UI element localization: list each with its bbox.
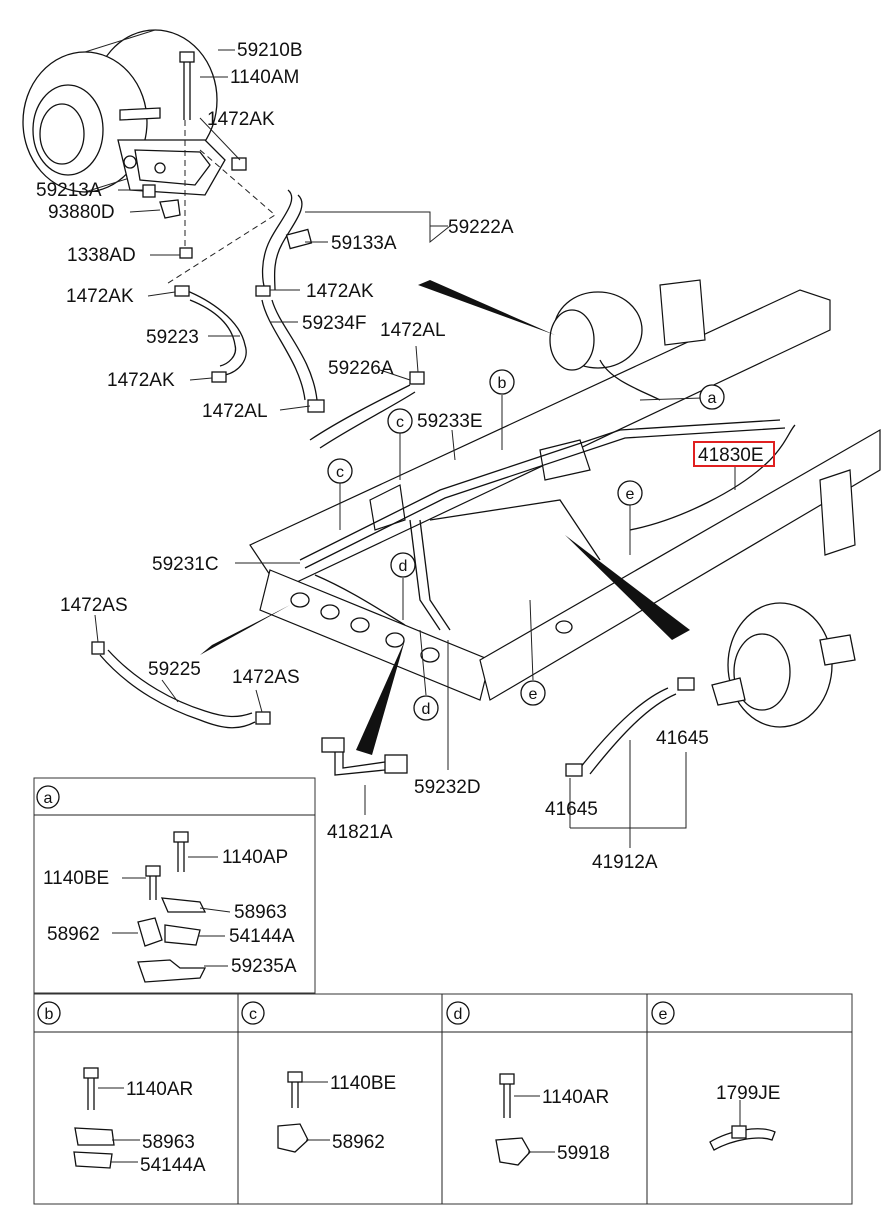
svg-text:c: c — [396, 414, 404, 431]
pointer-wedge-3 — [565, 535, 690, 640]
legend-d-1140ar: 1140AR — [542, 1087, 609, 1108]
label-1472as-1: 1472AS — [60, 595, 128, 616]
label-59133a: 59133A — [331, 233, 397, 254]
svg-text:d: d — [422, 701, 431, 718]
legend-c-letter: c — [249, 1006, 257, 1023]
label-41821a: 41821A — [327, 822, 393, 843]
brake-lines — [299, 419, 786, 631]
callout-d-1: d — [390, 552, 416, 578]
pointer-wedge-4 — [356, 640, 405, 755]
pointer-wedge-2 — [200, 605, 290, 655]
label-41645-1: 41645 — [656, 728, 709, 749]
hose-59225 — [91, 641, 271, 729]
callout-c-2: c — [327, 458, 353, 484]
callout-e-1: e — [617, 480, 643, 506]
label-41830e: 41830E — [698, 445, 764, 466]
legend-b-1140ar: 1140AR — [126, 1079, 193, 1100]
legend-box-c: c 1140BE 58962 — [241, 1001, 396, 1153]
legend-a-58963: 58963 — [234, 902, 287, 923]
svg-text:a: a — [708, 390, 717, 407]
line-41830e — [629, 424, 796, 531]
legend-c-1140be: 1140BE — [330, 1073, 396, 1094]
nut-1338ad — [179, 247, 193, 259]
legend-a-1140be: 1140BE — [43, 868, 109, 889]
brake-booster — [711, 602, 856, 728]
legend-box-a: a 1140AP 1140BE 58963 58962 54144A 59235… — [33, 777, 316, 994]
booster-top — [549, 291, 661, 401]
label-59225: 59225 — [148, 659, 201, 680]
label-1472ak-2: 1472AK — [66, 286, 134, 307]
label-59222a: 59222A — [448, 217, 514, 238]
hose-41912a — [565, 677, 695, 777]
label-1472ak-4: 1472AK — [107, 370, 175, 391]
legend-b-letter: b — [45, 1006, 54, 1023]
legend-c-58962: 58962 — [332, 1132, 385, 1153]
legend-d-letter: d — [454, 1006, 463, 1023]
legend-row — [33, 993, 853, 1205]
label-59232d: 59232D — [414, 777, 481, 798]
callout-d-2: d — [413, 695, 439, 721]
legend-e-1799je: 1799JE — [716, 1083, 780, 1104]
label-1140am: 1140AM — [230, 67, 299, 88]
pointer-wedge-1 — [418, 280, 555, 335]
label-1338ad: 1338AD — [67, 245, 136, 266]
legend-a-1140ap: 1140AP — [222, 847, 288, 868]
label-41645-2: 41645 — [545, 799, 598, 820]
label-59223: 59223 — [146, 327, 199, 348]
label-59213a: 59213A — [36, 180, 102, 201]
label-1472al-2: 1472AL — [202, 401, 268, 422]
legend-e-letter: e — [659, 1006, 668, 1023]
highlight-box-41830e — [693, 441, 775, 467]
legend-a-59235a: 59235A — [231, 956, 297, 977]
leader-lines — [94, 49, 736, 848]
label-59210b: 59210B — [237, 40, 303, 61]
legend-box-d: d 1140AR 59918 — [446, 1001, 610, 1166]
hose-59234f — [261, 299, 318, 401]
svg-text:e: e — [626, 486, 635, 503]
legend-a-letter: a — [44, 790, 53, 807]
clip-1472ak-top — [231, 157, 247, 171]
label-59231c: 59231C — [152, 554, 219, 575]
legend-b-58963: 58963 — [142, 1132, 195, 1153]
legend-b-54144a: 54144A — [140, 1155, 206, 1176]
svg-text:c: c — [336, 464, 344, 481]
label-59226a: 59226A — [328, 358, 394, 379]
legend-a-54144a: 54144A — [229, 926, 295, 947]
vacuum-pump-assembly — [22, 29, 226, 196]
hose-59222a — [261, 189, 313, 291]
fitting-41821a — [321, 737, 408, 776]
label-93880d: 93880D — [48, 202, 115, 223]
callout-b: b — [489, 369, 515, 395]
label-41912a: 41912A — [592, 852, 658, 873]
svg-text:d: d — [399, 558, 408, 575]
legend-a-58962: 58962 — [47, 924, 100, 945]
part-59213a — [142, 184, 156, 198]
hose-59226a — [307, 371, 425, 449]
legend-box-b: b 1140AR 58963 54144A — [37, 1001, 206, 1176]
bolt-1140am — [179, 51, 195, 120]
label-1472ak-3: 1472AK — [306, 281, 374, 302]
clip-1472ak-mid — [255, 285, 271, 297]
callout-c-1: c — [387, 408, 413, 434]
svg-text:b: b — [498, 375, 507, 392]
legend-d-59918: 59918 — [557, 1143, 610, 1164]
label-1472as-2: 1472AS — [232, 667, 300, 688]
label-1472ak-1: 1472AK — [207, 109, 275, 130]
hose-59223 — [174, 285, 247, 383]
legend-box-e: e 1799JE — [651, 1001, 780, 1151]
label-1472al-1: 1472AL — [380, 320, 446, 341]
chassis-frame — [249, 279, 881, 701]
part-93880d — [159, 199, 181, 219]
callout-a: a — [699, 384, 725, 410]
callout-e-2: e — [520, 680, 546, 706]
label-59233e: 59233E — [417, 411, 483, 432]
svg-text:e: e — [529, 686, 538, 703]
label-59234f: 59234F — [302, 313, 366, 334]
